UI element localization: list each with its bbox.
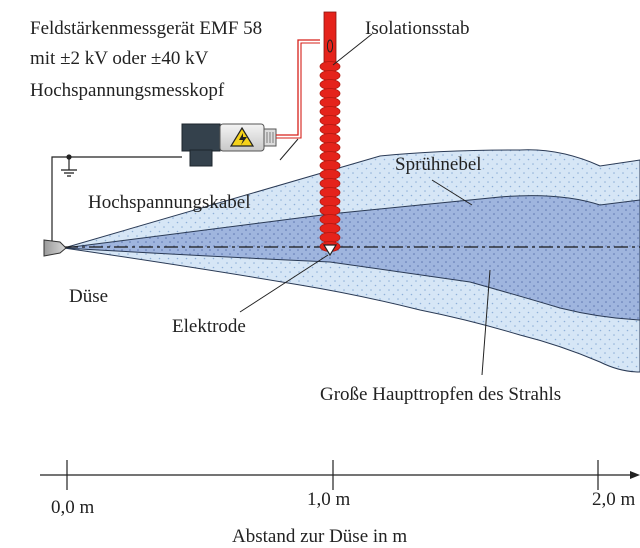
axis-tick-label-2: 2,0 m <box>592 489 636 510</box>
ground-junction <box>66 154 72 160</box>
distance-axis-arrow <box>630 471 640 479</box>
insulation-rod-ribs <box>319 61 341 252</box>
nozzle-label: Düse <box>69 286 108 307</box>
device-label-line1: Feldstärkenmessgerät EMF 58 <box>30 18 262 39</box>
rod-rib <box>319 160 341 171</box>
high-voltage-probe <box>181 123 277 167</box>
high-voltage-cable-inner <box>276 42 320 139</box>
rod-rib <box>319 223 341 234</box>
rod-rib <box>319 124 341 135</box>
rod-rib <box>319 196 341 207</box>
rod-rib <box>319 115 341 126</box>
rod-rib <box>319 70 341 81</box>
cable-label: Hochspannungskabel <box>88 192 251 213</box>
rod-rib <box>319 97 341 108</box>
axis-tick-label-1: 1,0 m <box>307 489 351 510</box>
electrode-label: Elektrode <box>172 316 246 337</box>
device-label-line2: mit ±2 kV oder ±40 kV <box>30 48 209 69</box>
axis-tick-label-0: 0,0 m <box>51 497 95 518</box>
rod-rib <box>319 214 341 225</box>
axis-title: Abstand zur Düse in m <box>232 526 407 547</box>
rod-rib <box>319 151 341 162</box>
rod-rib <box>319 205 341 216</box>
high-voltage-warning-icon <box>229 126 255 147</box>
rod-label: Isolationsstab <box>365 18 470 39</box>
ground-symbol-icon <box>61 169 77 177</box>
drops-label: Große Haupttropfen des Strahls <box>320 384 561 405</box>
rod-rib <box>319 61 341 72</box>
rod-rib <box>319 187 341 198</box>
rod-rib <box>319 178 341 189</box>
rod-rib <box>319 169 341 180</box>
rod-rib <box>319 232 341 243</box>
rod-rib <box>319 79 341 90</box>
high-voltage-cable <box>276 39 320 136</box>
rod-rib <box>319 88 341 99</box>
rod-rib <box>319 106 341 117</box>
electrode-tip <box>322 244 338 257</box>
nozzle-shape <box>43 239 67 257</box>
mist-label: Sprühnebel <box>395 154 482 175</box>
insulation-rod <box>323 11 337 63</box>
leader-lines <box>239 33 491 376</box>
main-jet-region <box>63 195 640 321</box>
ground-wire <box>51 156 182 241</box>
rod-rib <box>319 133 341 144</box>
rod-rib <box>319 142 341 153</box>
device-label-line3: Hochspannungsmesskopf <box>30 80 225 101</box>
